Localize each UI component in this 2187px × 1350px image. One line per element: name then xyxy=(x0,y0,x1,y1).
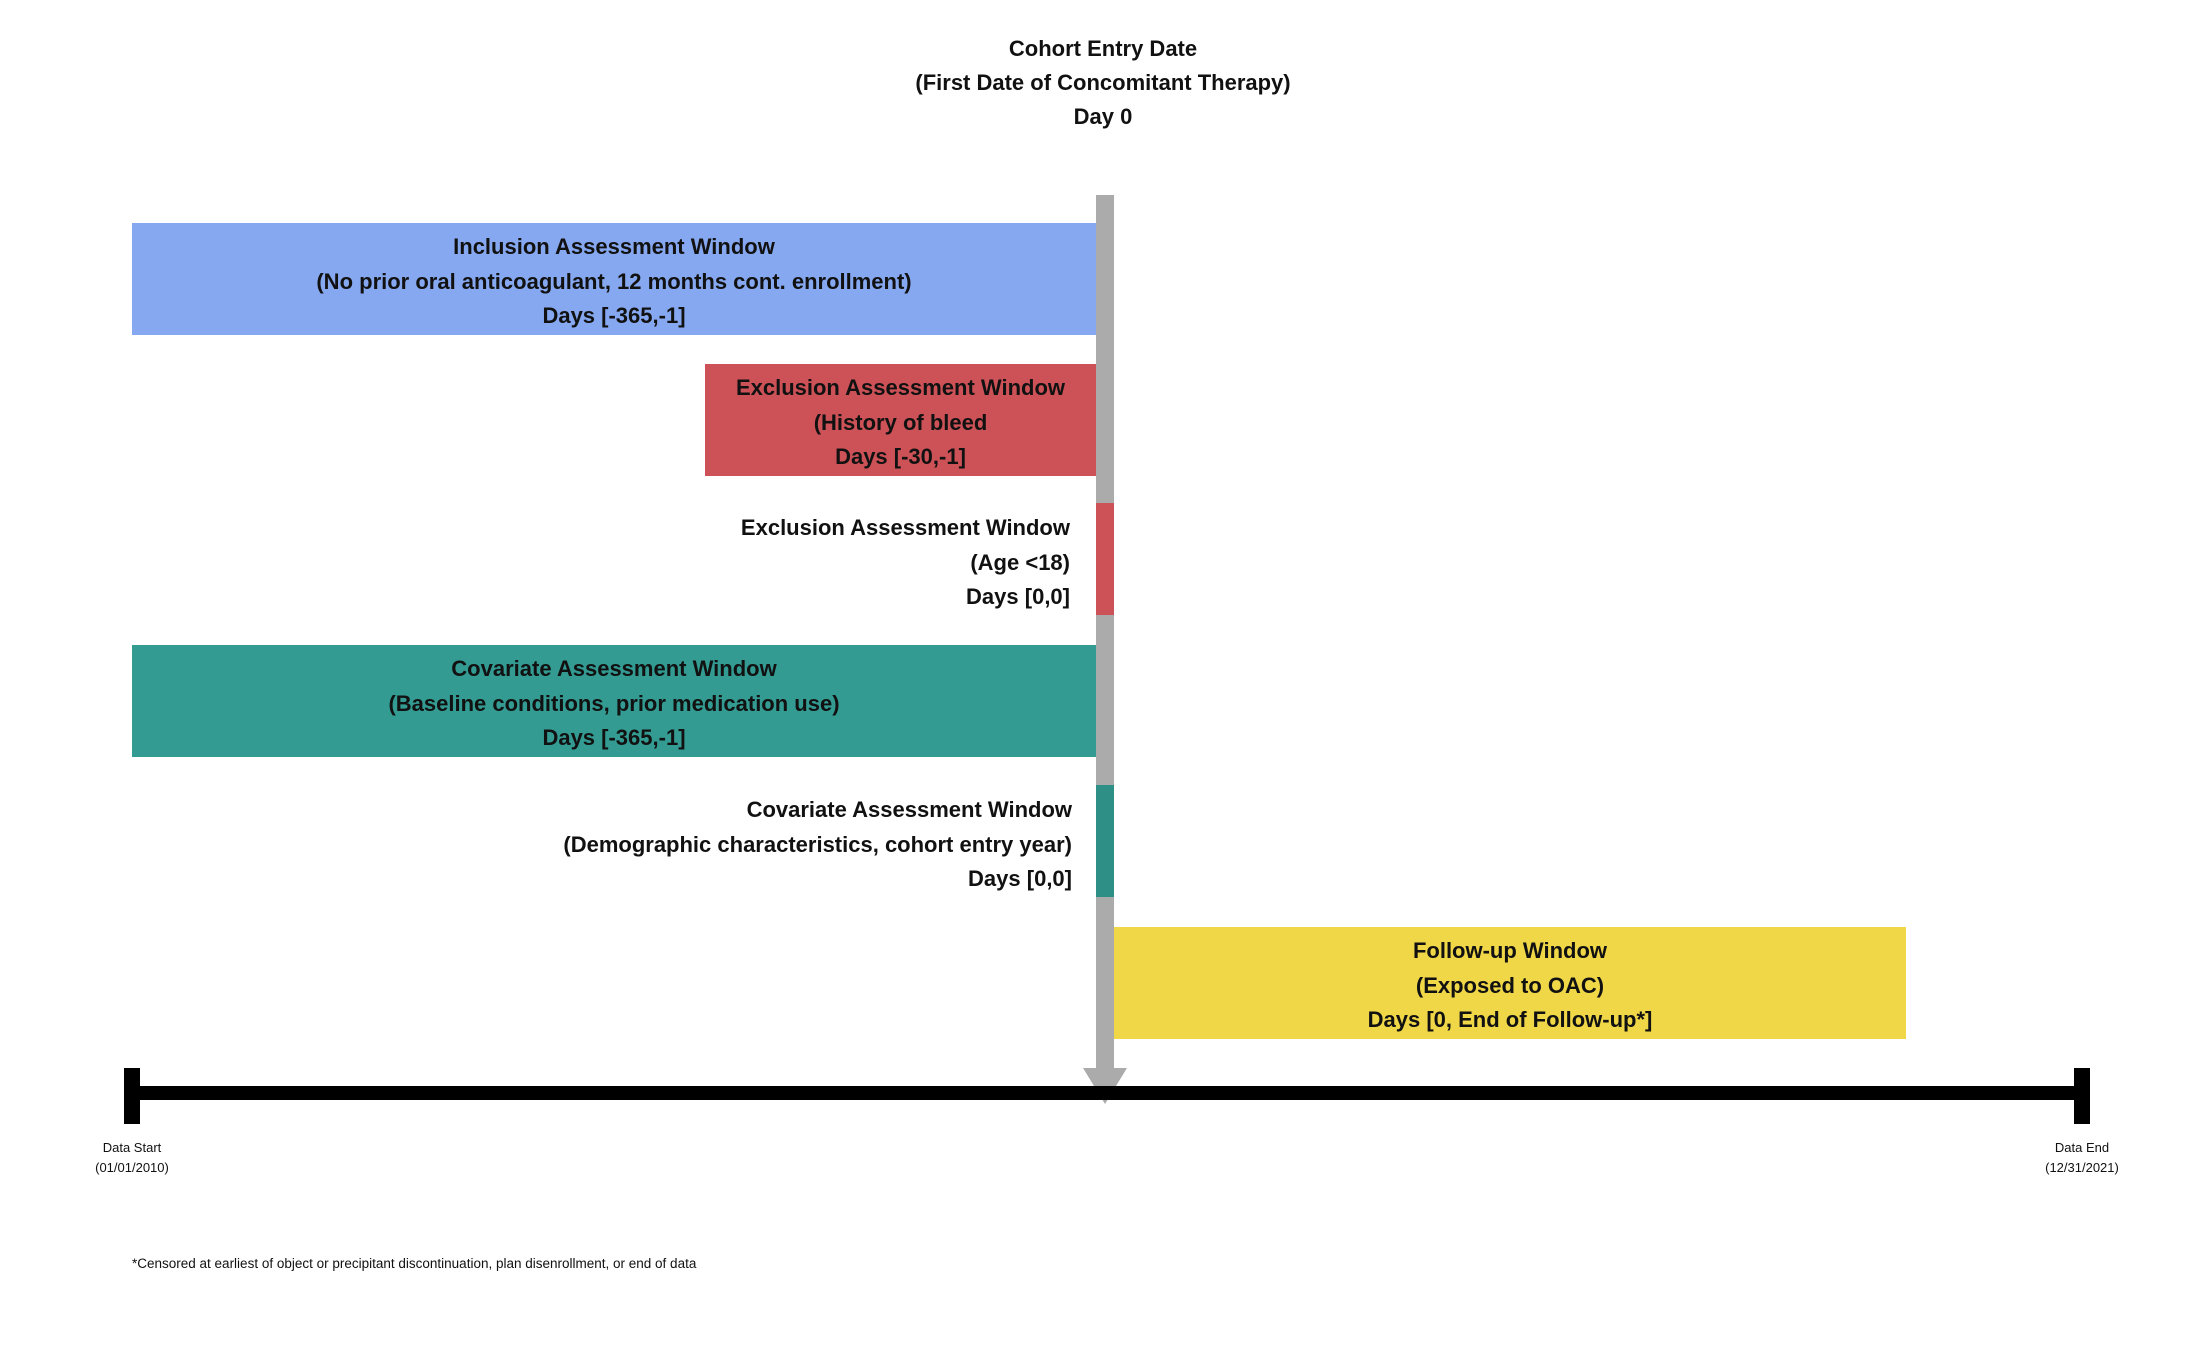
window-days: Days [0,0] xyxy=(968,866,1072,891)
header-title: Cohort Entry Date xyxy=(1008,36,1198,61)
window-title: Covariate Assessment Window xyxy=(746,797,1072,822)
window-title: Covariate Assessment Window xyxy=(451,656,777,681)
covariate-assessment-window-demographic: Covariate Assessment Window (Demographic… xyxy=(450,786,1072,898)
data-end-label: Data End (12/31/2021) xyxy=(2002,1138,2162,1178)
window-title: Inclusion Assessment Window xyxy=(453,234,775,259)
window-title: Follow-up Window xyxy=(1412,938,1608,963)
exclusion-assessment-window-age: Exclusion Assessment Window (Age <18) Da… xyxy=(600,504,1070,616)
window-days: Days [-365,-1] xyxy=(542,303,686,328)
window-detail: (History of bleed xyxy=(813,409,988,435)
data-end-text: Data End xyxy=(2054,1140,2110,1155)
header-day: Day 0 xyxy=(1073,104,1133,129)
covariate-assessment-window-baseline: Covariate Assessment Window (Baseline co… xyxy=(132,645,1096,757)
window-detail: (Exposed to OAC) xyxy=(1415,972,1605,998)
day-zero-covariate-segment xyxy=(1096,785,1114,897)
day-zero-exclusion-segment xyxy=(1096,503,1114,615)
window-title: Exclusion Assessment Window xyxy=(735,375,1066,400)
data-start-cap xyxy=(124,1068,140,1124)
exclusion-assessment-window-bleed: Exclusion Assessment Window (History of … xyxy=(705,364,1096,476)
data-start-date: (01/01/2010) xyxy=(95,1160,169,1175)
window-days: Days [0,0] xyxy=(966,584,1070,609)
window-detail: (Age <18) xyxy=(970,549,1070,575)
window-days: Days [0, End of Follow-up*] xyxy=(1367,1007,1653,1032)
window-title: Exclusion Assessment Window xyxy=(740,515,1070,540)
window-detail: (Demographic characteristics, cohort ent… xyxy=(563,831,1072,857)
footnote: *Censored at earliest of object or preci… xyxy=(132,1256,697,1271)
cohort-entry-header: Cohort Entry Date (First Date of Concomi… xyxy=(800,32,1406,134)
window-detail: (No prior oral anticoagulant, 12 months … xyxy=(316,268,912,294)
inclusion-assessment-window: Inclusion Assessment Window (No prior or… xyxy=(132,223,1096,335)
data-start-text: Data Start xyxy=(102,1140,162,1155)
follow-up-window: Follow-up Window (Exposed to OAC) Days [… xyxy=(1114,927,1906,1039)
data-start-label: Data Start (01/01/2010) xyxy=(52,1138,212,1178)
header-subtitle: (First Date of Concomitant Therapy) xyxy=(915,70,1291,95)
data-end-date: (12/31/2021) xyxy=(2045,1160,2119,1175)
window-days: Days [-30,-1] xyxy=(835,444,966,469)
data-end-cap xyxy=(2074,1068,2090,1124)
day-zero-marker-line xyxy=(1096,195,1114,1075)
data-timeline-axis xyxy=(130,1086,2080,1100)
window-detail: (Baseline conditions, prior medication u… xyxy=(388,690,840,716)
window-days: Days [-365,-1] xyxy=(542,725,686,750)
